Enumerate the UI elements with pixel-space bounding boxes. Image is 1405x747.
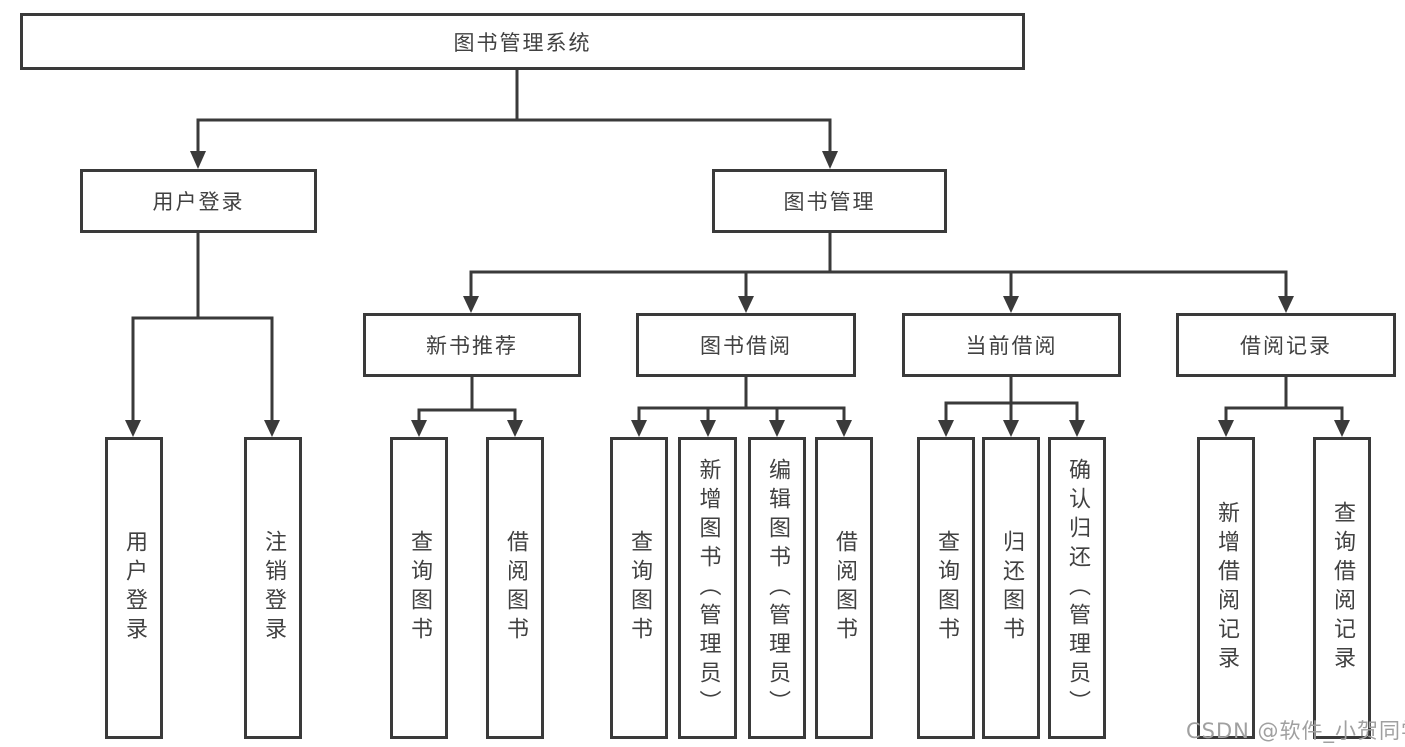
- leaf-label: 查询图书: [627, 530, 652, 646]
- arrowhead-down-icon: [822, 151, 838, 169]
- node-user-login: 用户登录: [80, 169, 317, 233]
- leaf-logout: 注销登录: [244, 437, 302, 739]
- node-borrow-records: 借阅记录: [1176, 313, 1396, 377]
- node-book-management: 图书管理: [712, 169, 947, 233]
- arrowhead-down-icon: [738, 296, 754, 313]
- arrowhead-down-icon: [836, 420, 852, 437]
- leaf-newbook-borrow-books: 借阅图书: [486, 437, 544, 739]
- leaf-label: 新增借阅记录: [1214, 501, 1239, 675]
- arrowhead-down-icon: [507, 420, 523, 437]
- watermark-text: CSDN @软件_小贺同学: [1186, 719, 1405, 743]
- arrowhead-down-icon: [938, 420, 954, 437]
- arrowhead-down-icon: [631, 420, 647, 437]
- leaf-current-query-books: 查询图书: [917, 437, 975, 739]
- arrowhead-down-icon: [190, 151, 206, 169]
- leaf-borrow-add-books-admin: 新增图书（管理员）: [678, 437, 737, 739]
- leaf-label: 查询图书: [934, 530, 959, 646]
- arrowhead-down-icon: [411, 420, 427, 437]
- leaf-label: 用户登录: [122, 530, 147, 646]
- arrowhead-down-icon: [1069, 420, 1085, 437]
- leaf-label: 编辑图书（管理员）: [765, 457, 790, 719]
- arrowhead-down-icon: [463, 296, 479, 313]
- node-current-borrow: 当前借阅: [902, 313, 1121, 377]
- leaf-label: 确认归还（管理员）: [1065, 457, 1090, 719]
- arrowhead-down-icon: [1003, 296, 1019, 313]
- leaf-current-return-books: 归还图书: [982, 437, 1040, 739]
- arrowhead-down-icon: [1278, 296, 1294, 313]
- node-new-book-recommend: 新书推荐: [363, 313, 581, 377]
- arrowhead-down-icon: [264, 420, 280, 437]
- arrowhead-down-icon: [1218, 420, 1234, 437]
- leaf-label: 查询借阅记录: [1330, 501, 1355, 675]
- node-book-borrow: 图书借阅: [636, 313, 856, 377]
- node-root: 图书管理系统: [20, 13, 1025, 70]
- leaf-user-login: 用户登录: [105, 437, 163, 739]
- arrowhead-down-icon: [1003, 420, 1019, 437]
- leaf-current-confirm-return-admin: 确认归还（管理员）: [1048, 437, 1106, 739]
- leaf-records-add-record: 新增借阅记录: [1197, 437, 1255, 739]
- arrowhead-down-icon: [700, 420, 716, 437]
- leaf-label: 注销登录: [261, 530, 286, 646]
- leaf-label: 借阅图书: [832, 530, 857, 646]
- leaf-label: 归还图书: [999, 530, 1024, 646]
- leaf-borrow-query-books: 查询图书: [610, 437, 668, 739]
- leaf-newbook-query-books: 查询图书: [390, 437, 448, 739]
- leaf-label: 查询图书: [407, 530, 432, 646]
- leaf-label: 新增图书（管理员）: [695, 457, 721, 719]
- leaf-label: 借阅图书: [503, 530, 528, 646]
- arrowhead-down-icon: [125, 420, 141, 437]
- leaf-borrow-edit-books-admin: 编辑图书（管理员）: [748, 437, 806, 739]
- leaf-records-query-record: 查询借阅记录: [1313, 437, 1371, 739]
- leaf-borrow-borrow-books: 借阅图书: [815, 437, 873, 739]
- arrowhead-down-icon: [1334, 420, 1350, 437]
- arrowhead-down-icon: [769, 420, 785, 437]
